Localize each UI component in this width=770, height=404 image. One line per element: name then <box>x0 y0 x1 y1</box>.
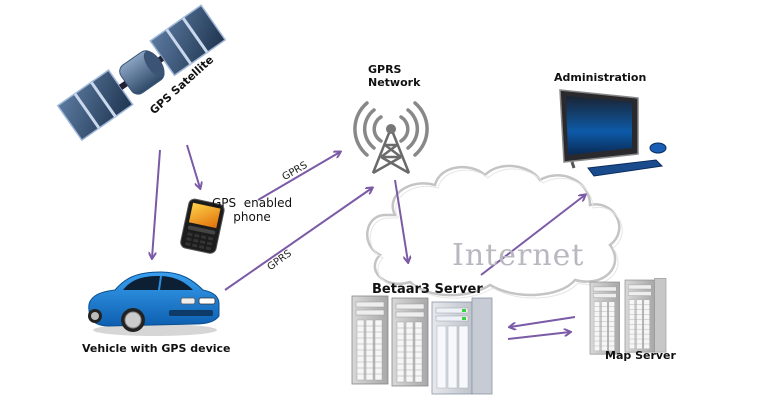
phone-label: GPS enabled phone <box>212 196 292 224</box>
phone-label-line2: phone <box>233 210 271 224</box>
edge-satellite-vehicle <box>152 149 161 258</box>
edge-mapserver-betaar3 <box>510 316 576 327</box>
edge-gprs-betaar3 <box>394 179 408 262</box>
edge-vehicle-gprs <box>224 188 372 291</box>
edge-betaar3-admin <box>480 195 585 276</box>
betaar3-server-label: Betaar3 Server <box>372 282 483 297</box>
radio-tower-icon <box>353 101 429 175</box>
server-rack-icon <box>351 295 493 395</box>
satellite-icon <box>56 4 227 142</box>
gprs-network-label-line1: GPRS <box>368 63 402 76</box>
server-rack-icon <box>589 278 667 355</box>
edge-betaar3-mapserver <box>507 332 570 340</box>
car-icon <box>88 271 220 336</box>
phone-label-line1: GPS enabled <box>212 196 293 210</box>
desktop-computer-icon <box>559 89 667 177</box>
cloud-icon <box>366 164 623 299</box>
edges <box>152 144 585 340</box>
map-server-label: Map Server <box>605 349 676 362</box>
edge-phone-gprs <box>257 152 340 201</box>
administration-label: Administration <box>554 71 647 84</box>
smartphone-icon <box>180 198 225 254</box>
gprs-network-label: GPRS Network <box>368 63 420 89</box>
internet-label: Internet <box>452 238 585 273</box>
gprs-network-label-line2: Network <box>368 76 421 89</box>
vehicle-label: Vehicle with GPS device <box>82 342 231 355</box>
edge-satellite-phone <box>186 144 200 188</box>
